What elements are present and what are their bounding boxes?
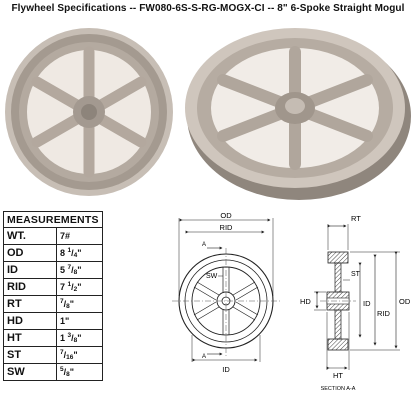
sw-label: SW <box>206 273 218 280</box>
measure-value: 1" <box>56 312 103 330</box>
measure-value: 7# <box>56 227 103 245</box>
measure-value: 7/16" <box>56 346 103 364</box>
measure-key: RID <box>3 278 57 296</box>
hd-label: HD <box>300 297 311 306</box>
od-label: OD <box>220 211 232 220</box>
measure-key: HT <box>3 329 57 347</box>
measure-key: SW <box>3 363 57 381</box>
rid-label: RID <box>220 223 234 232</box>
section-mark-top: A <box>202 242 206 248</box>
ht-label: HT <box>333 371 343 380</box>
measure-value: 5/8" <box>56 363 103 381</box>
measure-key: WT. <box>3 227 57 245</box>
measure-key: OD <box>3 244 57 262</box>
flywheel-angled-photo <box>181 22 413 200</box>
table-row: ST 7/16" <box>3 346 103 364</box>
id-side-label: ID <box>363 299 371 308</box>
page-title: Flywheel Specifications -- FW080-6S-S-RG… <box>11 3 405 14</box>
od-side-label: OD <box>399 297 411 306</box>
section-view: RT ST HD ID RID OD HT SECTION A-A <box>300 214 411 392</box>
rt-label: RT <box>351 214 361 223</box>
measure-value: 8 1/4" <box>56 244 103 262</box>
section-caption: SECTION A-A <box>321 386 356 392</box>
technical-drawing: OD RID A A SW ID RT ST <box>172 211 411 392</box>
measure-key: HD <box>3 312 57 330</box>
id-label: ID <box>222 365 230 374</box>
measure-key: ID <box>3 261 57 279</box>
measure-key: ST <box>3 346 57 364</box>
section-mark-bottom: A <box>202 354 206 360</box>
rid-side-label: RID <box>377 309 391 318</box>
measure-key: RT <box>3 295 57 313</box>
table-header: MEASUREMENTS <box>3 211 103 228</box>
st-label: ST <box>351 271 361 278</box>
table-row: SW 5/8" <box>3 363 103 381</box>
measure-value: 7 1/2" <box>56 278 103 296</box>
measure-value: 5 7/8" <box>56 261 103 279</box>
front-view: OD RID A A SW ID <box>172 211 280 374</box>
measure-value: 1 3/8" <box>56 329 103 347</box>
table-row: WT.7# <box>3 227 103 245</box>
measure-value: 7/8" <box>56 295 103 313</box>
flywheel-front-photo <box>3 22 173 200</box>
table-row: RT 7/8" <box>3 295 103 313</box>
